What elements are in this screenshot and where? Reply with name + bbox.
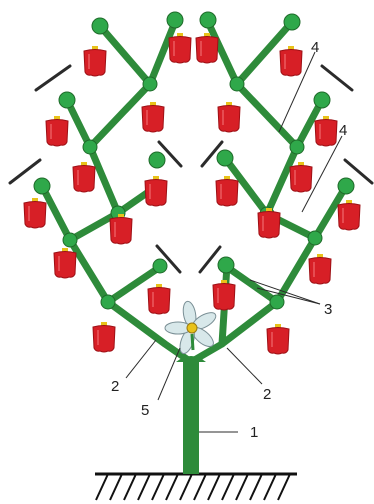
pepper-fruit-icon bbox=[196, 33, 218, 63]
label-upper-right-2: 4 bbox=[339, 122, 347, 139]
pepper-fruit-icon bbox=[338, 200, 360, 230]
pepper-fruit-icon bbox=[309, 254, 331, 284]
label-branch-left: 2 bbox=[111, 378, 119, 395]
ground-hatch-mark bbox=[208, 474, 220, 500]
ground-icon bbox=[95, 474, 297, 500]
label-shoots: 3 bbox=[324, 301, 332, 318]
pepper-fruit-icon bbox=[46, 116, 68, 146]
pepper-fruit-icon bbox=[24, 198, 46, 228]
pepper-fruit-icon bbox=[142, 102, 164, 132]
pepper-fruit-icon bbox=[145, 176, 167, 206]
ground-hatch-mark bbox=[264, 474, 276, 500]
pepper-fruit-icon bbox=[93, 322, 115, 352]
pepper-fruit-icon bbox=[218, 102, 240, 132]
pepper-fruit-icon bbox=[258, 208, 280, 238]
ground-hatch-mark bbox=[110, 474, 122, 500]
pepper-fruit-icon bbox=[213, 280, 235, 310]
pepper-fruit-icon bbox=[54, 248, 76, 278]
ground-hatch-mark bbox=[250, 474, 262, 500]
pepper-fruit-icon bbox=[280, 46, 302, 76]
label-upper-right-1: 4 bbox=[311, 39, 319, 56]
ground-hatch-mark bbox=[138, 474, 150, 500]
pepper-fruit-icon bbox=[84, 46, 106, 76]
ground-hatch-mark bbox=[194, 474, 206, 500]
pepper-fruit-icon bbox=[216, 176, 238, 206]
ground-hatch-mark bbox=[152, 474, 164, 500]
ground-hatch-mark bbox=[96, 474, 108, 500]
trunk bbox=[183, 362, 199, 474]
pepper-fruit-icon bbox=[148, 284, 170, 314]
ground-hatch-mark bbox=[166, 474, 178, 500]
ground-hatch-mark bbox=[222, 474, 234, 500]
pepper-fruit-icon bbox=[267, 324, 289, 354]
pepper-fruit-icon bbox=[290, 162, 312, 192]
pepper-fruit-icon bbox=[315, 116, 337, 146]
pepper-fruit-icon bbox=[169, 33, 191, 63]
ground-hatch-mark bbox=[236, 474, 248, 500]
pepper-fruit-icon bbox=[110, 214, 132, 244]
label-flower: 5 bbox=[141, 402, 149, 419]
ground-hatch-mark bbox=[278, 474, 290, 500]
pepper-fruit-icon bbox=[73, 162, 95, 192]
label-trunk: 1 bbox=[250, 424, 258, 441]
ground-hatch-mark bbox=[124, 474, 136, 500]
label-branch-right: 2 bbox=[263, 386, 271, 403]
ground-hatch-mark bbox=[180, 474, 192, 500]
